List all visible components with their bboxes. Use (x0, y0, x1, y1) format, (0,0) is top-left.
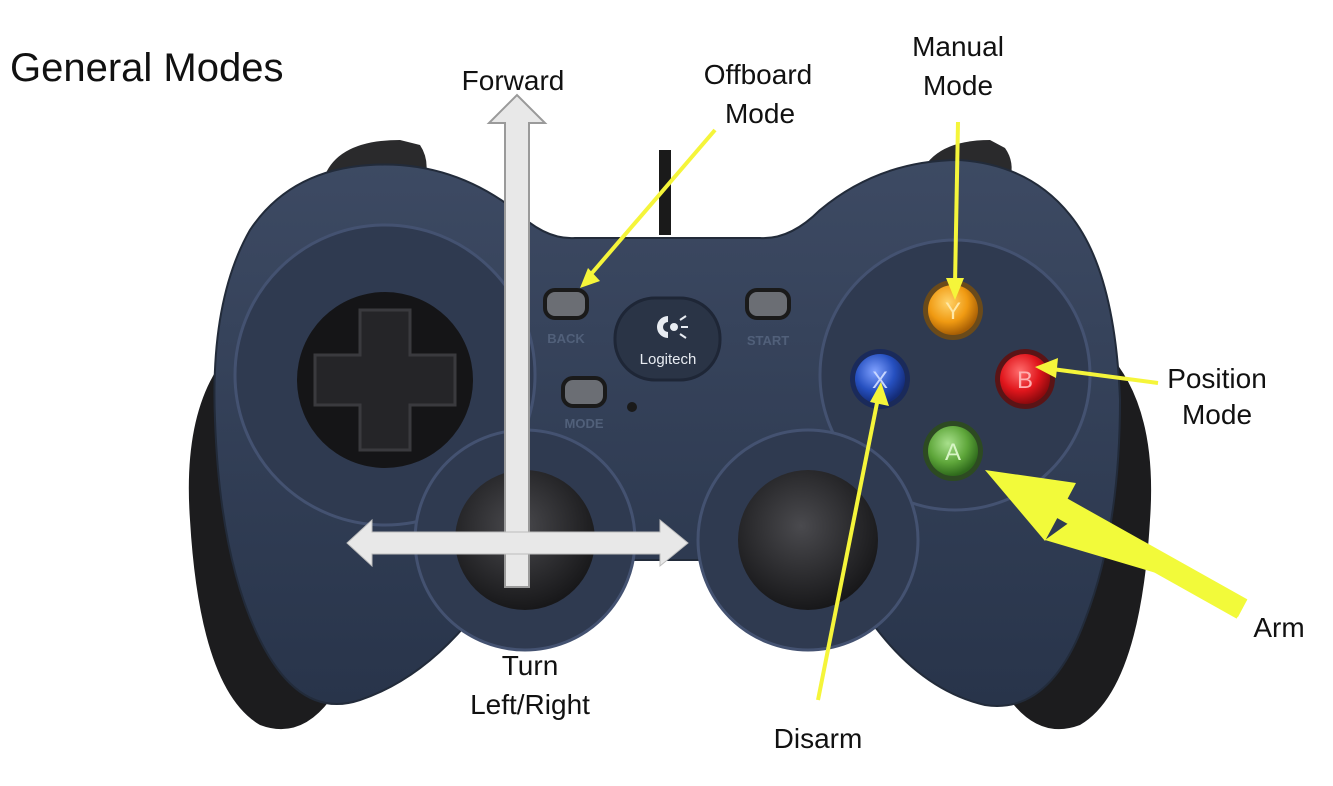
right-stick[interactable] (738, 470, 878, 610)
label-forward: Forward (461, 65, 565, 96)
label-turn-line1: Turn (501, 650, 559, 681)
diagram-title: General Modes (10, 46, 284, 90)
label-manual-line1: Manual (912, 31, 1004, 62)
mode-button[interactable] (561, 376, 607, 408)
button-x-letter: X (872, 367, 888, 394)
button-a[interactable]: A (923, 421, 983, 481)
button-y[interactable]: Y (923, 280, 983, 340)
offboard-pointer (580, 128, 717, 288)
arm-pointer (985, 470, 1248, 619)
position-pointer (1035, 358, 1159, 385)
label-arm: Arm (1253, 612, 1305, 643)
button-a-letter: A (945, 439, 961, 466)
button-b-letter: B (1017, 367, 1033, 394)
turn-arrow (346, 518, 689, 568)
label-manual-line2: Mode (922, 70, 994, 101)
forward-arrow (486, 93, 548, 588)
back-button[interactable] (543, 288, 589, 320)
button-x[interactable]: X (850, 349, 910, 409)
manual-pointer (946, 121, 964, 300)
dpad[interactable] (313, 308, 457, 452)
brand-name: Logitech (640, 351, 697, 368)
label-offboard-line1: Offboard (703, 59, 813, 90)
label-turn-line2: Left/Right (470, 689, 590, 720)
logo-badge (613, 296, 722, 382)
mode-led (627, 402, 637, 412)
label-position-line1: Position (1167, 363, 1267, 394)
button-b[interactable]: B (995, 349, 1055, 409)
logitech-logo-icon (657, 315, 688, 339)
label-position-line2: Mode (1181, 399, 1253, 430)
back-label: BACK (547, 331, 585, 346)
label-offboard-line2: Mode (724, 98, 796, 129)
start-label: START (747, 333, 789, 348)
mode-label: MODE (565, 416, 604, 431)
start-button[interactable] (745, 288, 791, 320)
button-y-letter: Y (945, 298, 961, 325)
label-disarm: Disarm (773, 723, 863, 754)
disarm-pointer (816, 382, 889, 701)
